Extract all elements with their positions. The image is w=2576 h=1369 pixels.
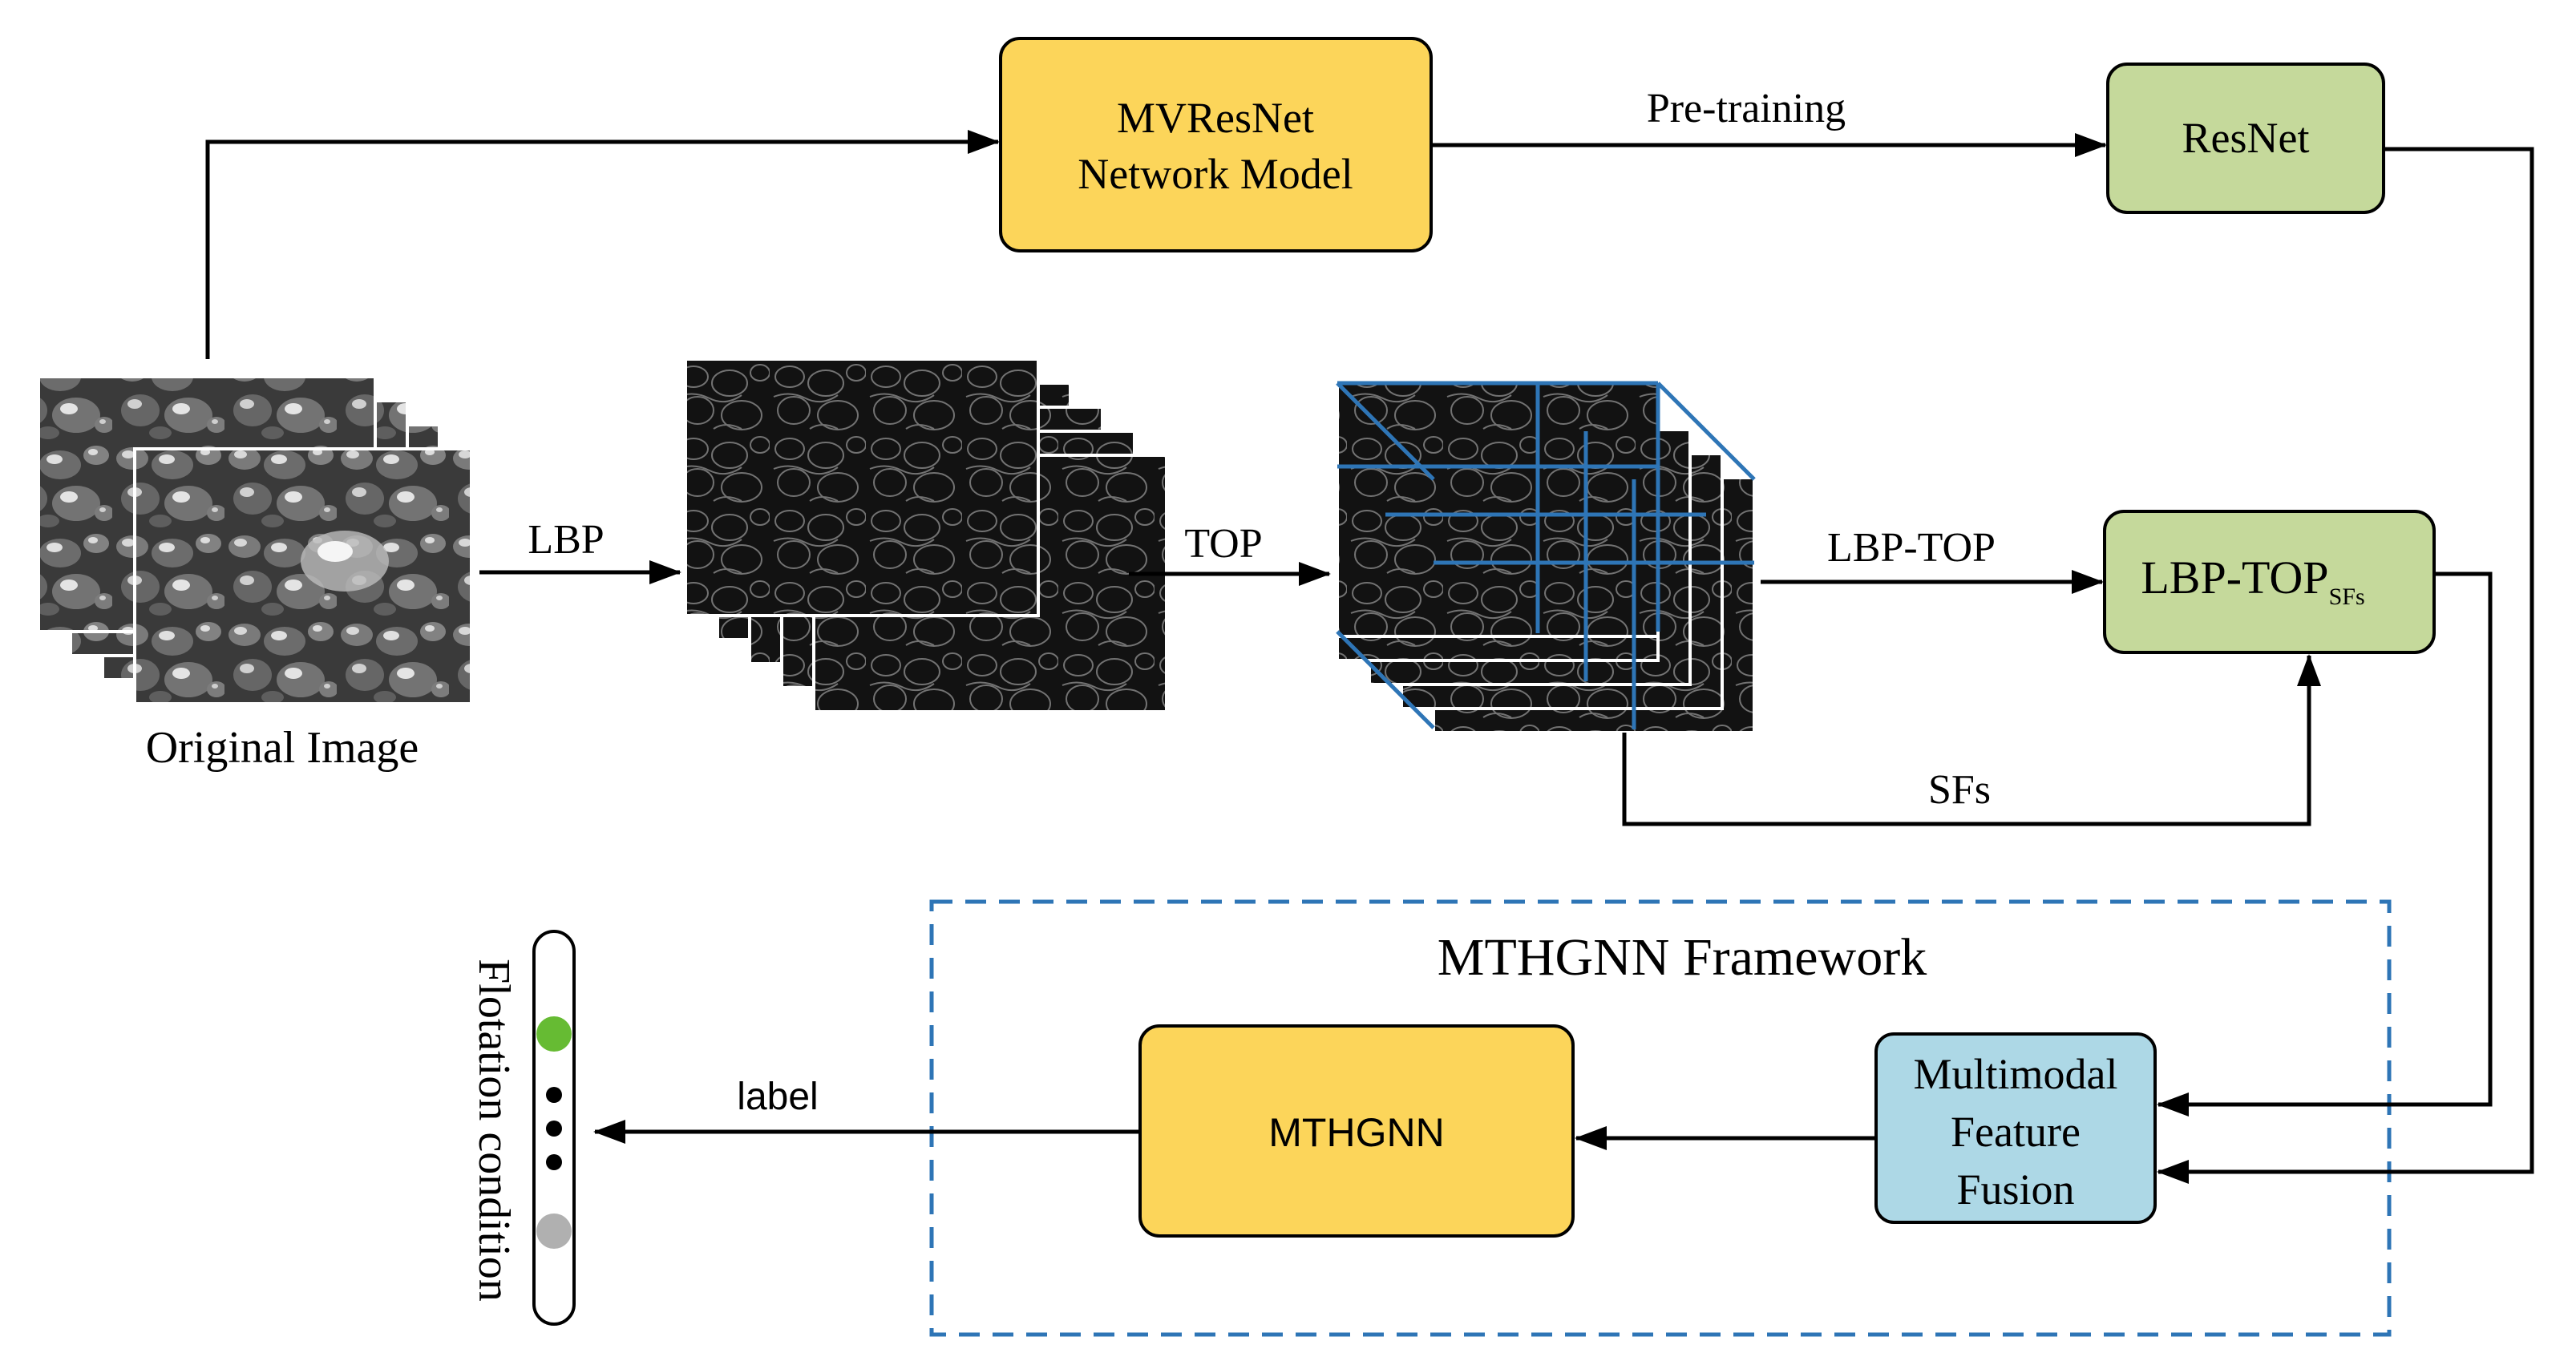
edge-label-sfs: SFs — [1928, 767, 1991, 813]
edge-label-label: label — [737, 1076, 818, 1118]
output-dot-2 — [546, 1121, 562, 1137]
lbp-texture-stack-icon — [684, 357, 1168, 713]
froth-image-stack-icon — [37, 375, 473, 705]
mvresnet-label-line1: MVResNet — [1117, 94, 1314, 142]
flotation-output-bar — [532, 930, 576, 1326]
edge-lbptopsfs-to-fusion — [2157, 571, 2493, 1117]
mthgnn-node: MTHGNN — [1138, 1024, 1575, 1238]
mvresnet-label-line2: Network Model — [1078, 150, 1353, 198]
multimodal-fusion-node: Multimodal Feature Fusion — [1874, 1032, 2157, 1224]
fusion-label-line2: Feature — [1951, 1108, 2081, 1156]
original-image-caption: Original Image — [146, 723, 419, 773]
mvresnet-node: MVResNet Network Model — [999, 37, 1433, 252]
lbp-top-sfs-label: LBP-TOP — [2141, 551, 2328, 604]
edge-label-lbp: LBP — [528, 517, 604, 563]
output-dot-green — [536, 1016, 572, 1052]
output-dot-gray — [536, 1214, 572, 1249]
output-dot-3 — [546, 1154, 562, 1170]
mthgnn-label: MTHGNN — [1268, 1110, 1444, 1155]
framework-title: MTHGNN Framework — [1438, 928, 1927, 987]
fusion-label-line3: Fusion — [1956, 1165, 2074, 1214]
fusion-label-line1: Multimodal — [1914, 1050, 2118, 1098]
output-dot-1 — [546, 1087, 562, 1103]
svg-text:LBP-TOPSFs: LBP-TOPSFs — [2141, 551, 2364, 610]
edge-image-to-mvresnet — [205, 130, 1000, 359]
edge-label-pretraining: Pre-training — [1647, 86, 1846, 131]
resnet-node: ResNet — [2106, 63, 2385, 214]
top-cube-icon — [1336, 380, 1756, 734]
flotation-condition-label: Flotation condition — [469, 959, 519, 1302]
edge-sfs — [1622, 654, 2321, 826]
edge-label-top: TOP — [1184, 521, 1262, 567]
lbp-top-sfs-node: LBP-TOPSFs — [2103, 510, 2436, 654]
resnet-label: ResNet — [2182, 114, 2310, 162]
lbp-top-sfs-subscript: SFs — [2329, 584, 2365, 610]
edge-label-lbp-top: LBP-TOP — [1827, 525, 1996, 571]
edge-resnet-to-fusion — [2157, 147, 2534, 1184]
